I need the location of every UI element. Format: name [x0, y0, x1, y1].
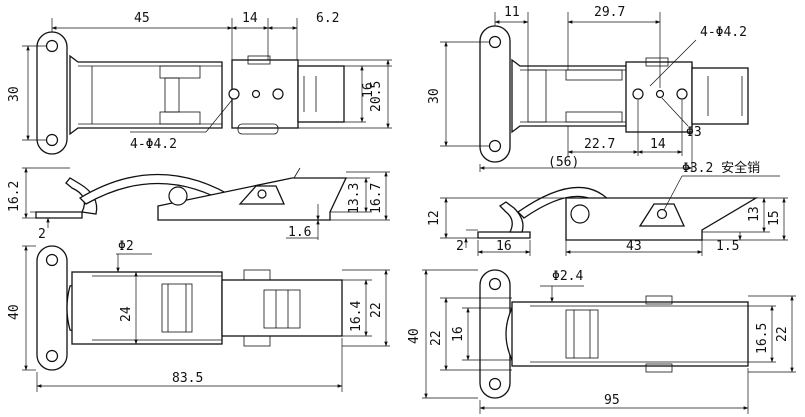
latch-a-top-view: 45 14 6.2 30 16 20.5 4-Φ4.2 [7, 11, 392, 155]
rivet-hole-icon [228, 88, 240, 100]
dim-29-7-label: 29.7 [594, 5, 625, 20]
clip-tab [498, 201, 524, 233]
dim-16-label: 16 [361, 82, 376, 98]
dim-13-label: 13 [747, 206, 762, 222]
dim-16-b-label: 16 [496, 239, 512, 254]
hook-plate [221, 279, 343, 337]
pivot-icon [570, 204, 590, 224]
dim-40-b-label: 40 [407, 328, 422, 344]
keeper [297, 65, 345, 123]
dim-56-label: (56) [548, 155, 579, 170]
rivet-hole-icon [632, 88, 644, 100]
dim-1-5-label: 1.5 [716, 239, 739, 254]
mount-hole-icon [488, 377, 502, 391]
dim-1-6-label: 1.6 [288, 225, 311, 240]
dim-11-label: 11 [504, 5, 520, 20]
base-foot [35, 211, 83, 219]
dim-15-label: 15 [767, 210, 782, 226]
dim-30-label: 30 [7, 86, 22, 102]
dim-83-5-label: 83.5 [172, 371, 203, 386]
dim-43-label: 43 [626, 239, 642, 254]
dim-22-r-label: 22 [775, 326, 790, 342]
latch-b-side-view: Φ3.2 安全销 12 2 16 43 1.5 13 15 [427, 160, 788, 256]
latch-body [69, 54, 223, 136]
mount-hole-icon [45, 133, 59, 147]
holes-b-label: 4-Φ4.2 [700, 25, 747, 40]
phi3-label: Φ3 [686, 125, 702, 140]
dim-12-label: 12 [427, 210, 442, 226]
dim-6-2-label: 6.2 [316, 11, 339, 26]
dim-24-label: 24 [119, 306, 134, 322]
safety-pin-label: Φ3.2 安全销 [682, 160, 760, 176]
mount-hole-icon [488, 35, 502, 49]
dim-13-3-label: 13.3 [347, 183, 362, 214]
latch-body [71, 271, 223, 345]
hook-plate [231, 59, 299, 129]
dim-16-2-label: 16.2 [7, 181, 22, 212]
mount-hole-icon [45, 349, 59, 363]
safety-pin-icon [656, 208, 668, 220]
phi2-label: Φ2 [118, 239, 134, 254]
latch-body [511, 301, 749, 367]
phi2-4-label: Φ2.4 [552, 269, 583, 284]
dim-40-label: 40 [7, 304, 22, 320]
mount-hole-icon [45, 253, 59, 267]
dim-22-b-label: 22 [429, 330, 444, 346]
rivet-hole-icon [251, 89, 261, 99]
latch-a-bottom-view: 40 Φ2 24 16.4 22 83.5 [7, 239, 390, 392]
dim-30-b-label: 30 [427, 88, 442, 104]
dim-2-b-label: 2 [456, 239, 464, 254]
rivet-hole-icon [676, 88, 688, 100]
rivet-hole-icon [272, 88, 284, 100]
latch-b-top-view: 11 29.7 4-Φ4.2 30 22.7 14 Φ3 (56) [427, 5, 749, 172]
dim-16-4-label: 16.4 [349, 301, 364, 332]
dim-45-label: 45 [134, 11, 150, 26]
dim-22-7-label: 22.7 [584, 137, 615, 152]
dim-16-c-label: 16 [451, 326, 466, 342]
latch-a-side-view: 16.2 2 13.3 16.7 1.6 [7, 167, 390, 242]
dim-14-b-label: 14 [650, 137, 666, 152]
mount-hole-icon [488, 139, 502, 153]
pivot-icon [168, 186, 188, 206]
dim-95-label: 95 [604, 393, 620, 408]
latch-b-bottom-view: Φ2.4 40 22 16 16.5 22 95 [407, 269, 796, 414]
dim-14-label: 14 [242, 11, 258, 26]
mount-hole-icon [45, 39, 59, 53]
dim-20-5-label: 20.5 [369, 81, 384, 112]
dim-16-5-label: 16.5 [755, 323, 770, 354]
keeper [691, 67, 749, 125]
pivot-icon [257, 189, 267, 199]
base-foot [477, 231, 531, 239]
rivet-hole-icon [655, 89, 665, 99]
dim-22-label: 22 [369, 302, 384, 318]
mount-hole-icon [488, 277, 502, 291]
holes-label: 4-Φ4.2 [130, 137, 177, 152]
dim-2-label: 2 [38, 227, 46, 242]
dim-16-7-label: 16.7 [369, 183, 384, 214]
